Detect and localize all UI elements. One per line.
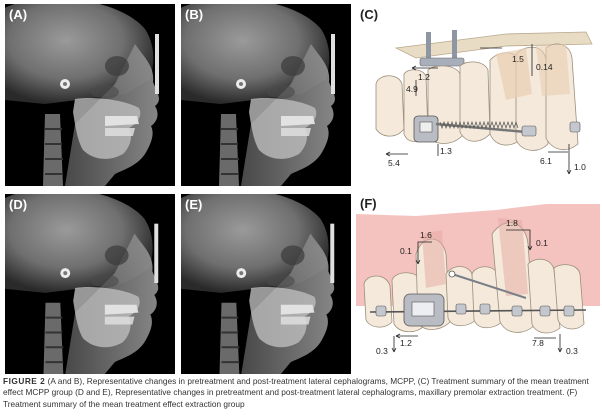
panel-a-label: (A) xyxy=(9,7,28,22)
figure-caption: FIGURE 2 (A and B), Representative chang… xyxy=(3,376,599,410)
panel-c-label: (C) xyxy=(360,7,379,22)
f-measure-2: 0.1 xyxy=(400,246,412,256)
arrows-f xyxy=(391,229,563,353)
f-measure-5: 1.2 xyxy=(400,338,412,348)
cephalogram-e: (E) xyxy=(181,194,351,374)
c-measure-4: 0.14 xyxy=(536,62,553,72)
brackets-f xyxy=(375,303,575,317)
diagram-f: (F) xyxy=(356,194,600,374)
c-measure-1: 1.2 xyxy=(418,72,430,82)
cephalogram-d: (D) xyxy=(5,194,175,374)
panel-f-label: (F) xyxy=(360,196,377,211)
panel-e-label: (E) xyxy=(185,197,203,212)
cephalogram-b: (B) xyxy=(181,4,351,186)
mini-screw-icon xyxy=(419,30,465,67)
panel-d-label: (D) xyxy=(9,197,28,212)
c-measure-5: 1.3 xyxy=(440,146,452,156)
f-measure-1: 1.6 xyxy=(420,230,432,240)
f-measure-7: 7.8 xyxy=(532,338,544,348)
diagram-c-svg: 1.2 4.9 1.5 0.14 1.3 5.4 6.1 1.0 xyxy=(375,30,593,175)
c-measure-7: 6.1 xyxy=(540,156,552,166)
diagram-c: (C) xyxy=(356,4,600,186)
diagram-f-svg: 1.6 0.1 1.8 0.1 1.2 0.3 7.8 0.3 xyxy=(356,204,600,356)
c-measure-3: 1.5 xyxy=(512,54,524,64)
panel-b-label: (B) xyxy=(185,7,204,22)
c-measure-6: 5.4 xyxy=(388,158,400,168)
f-measure-4: 0.1 xyxy=(536,238,548,248)
c-measure-8: 1.0 xyxy=(574,162,586,172)
c-measure-2: 4.9 xyxy=(406,84,418,94)
f-measure-6: 0.3 xyxy=(376,346,388,356)
caption-text: (A and B), Representative changes in pre… xyxy=(3,376,589,409)
coil-spring xyxy=(435,120,527,134)
cephalogram-a: (A) xyxy=(5,4,175,186)
arrows-c xyxy=(385,44,572,175)
figure-label: FIGURE 2 xyxy=(3,376,46,386)
f-measure-3: 1.8 xyxy=(506,218,518,228)
f-measure-8: 0.3 xyxy=(566,346,578,356)
